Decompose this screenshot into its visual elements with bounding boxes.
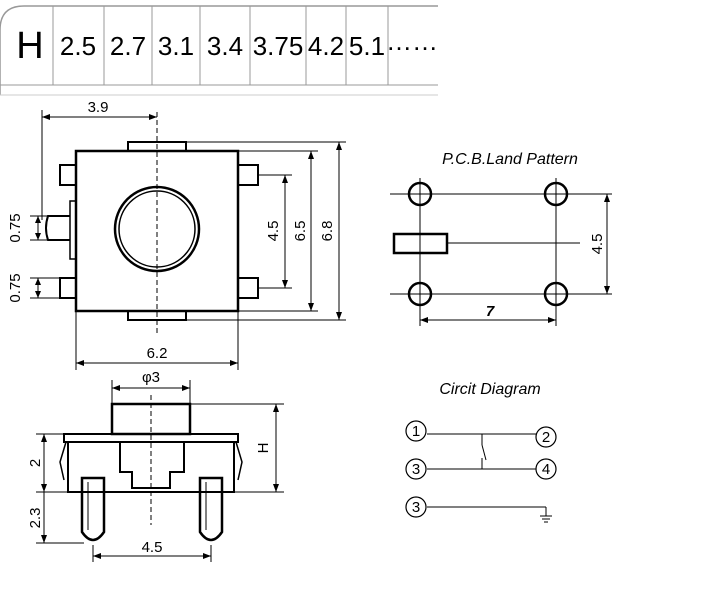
height-table — [0, 5, 438, 96]
dim-label-2: 2 — [27, 459, 44, 467]
arrow-head — [35, 216, 41, 223]
arrow-head — [182, 385, 190, 391]
land-pad — [407, 281, 433, 307]
arrow-head — [42, 114, 50, 120]
arrow-head — [76, 360, 84, 366]
dim-label-phi3: φ3 — [142, 369, 160, 386]
top-view-arrows — [35, 114, 342, 366]
dim-label-0-75: 0.75 — [7, 213, 24, 242]
arrow-head — [308, 303, 314, 311]
height-value: 2.5 — [60, 31, 96, 61]
arrow-head — [282, 280, 288, 288]
arrow-head — [336, 312, 342, 320]
circuit-pin-labels: 1 2 3 4 3 — [412, 423, 550, 516]
pin-right — [198, 476, 224, 542]
arrow-head — [420, 317, 428, 323]
height-table-text: H 2.5 2.7 3.1 3.4 3.75 4.2 5.1 …… — [16, 25, 438, 67]
circuit-title: Circit Diagram — [439, 381, 540, 398]
ground-lead — [45, 215, 70, 241]
land-pad — [543, 181, 569, 207]
arrow-head — [35, 278, 41, 285]
pin-circle — [405, 496, 427, 518]
land-dim-label-4-5: 4.5 — [589, 234, 606, 255]
dim-label-6-5: 6.5 — [292, 221, 309, 242]
side-view-labels: φ3 H 2 2.3 4.5 — [27, 369, 272, 556]
side-clip-right — [235, 441, 243, 481]
height-value: 4.2 — [308, 31, 344, 61]
arrow-head — [230, 360, 238, 366]
side-view-arrows — [41, 385, 279, 559]
pin-circle — [535, 426, 557, 448]
height-header: H — [16, 25, 43, 67]
land-pattern-arrows — [420, 194, 610, 323]
terminal-pad — [237, 277, 259, 299]
top-view — [30, 110, 346, 370]
height-value: 5.1 — [349, 31, 385, 61]
arrow-head — [273, 484, 279, 492]
inner-mechanism — [119, 442, 185, 489]
top-tab — [127, 141, 187, 152]
pin-left — [80, 476, 106, 542]
side-view — [36, 380, 284, 562]
dim-label-6-2: 6.2 — [147, 345, 168, 362]
switch-body — [74, 149, 240, 313]
arrow-head — [93, 553, 101, 559]
arrow-head — [336, 142, 342, 150]
land-dim-label-7: 7 — [486, 303, 495, 320]
land-pattern — [390, 178, 612, 326]
ground-plate — [69, 200, 77, 260]
arrow-head — [604, 194, 610, 202]
dim-label-0-75: 0.75 — [7, 273, 24, 302]
circuit-switch-blade — [481, 444, 487, 461]
arrow-head — [604, 286, 610, 294]
pin-circle — [405, 458, 427, 480]
dim-label-6-8: 6.8 — [319, 221, 336, 242]
terminal-pad — [59, 164, 77, 186]
pin-label: 1 — [412, 423, 420, 440]
height-value: 3.1 — [158, 31, 194, 61]
cover-plate — [63, 433, 239, 443]
arrow-head — [273, 404, 279, 412]
dim-label-2-3: 2.3 — [27, 508, 44, 529]
height-value: 3.75 — [253, 31, 304, 61]
dim-label-h: H — [255, 443, 272, 454]
pin-label: 2 — [542, 429, 550, 446]
pin-label: 3 — [412, 499, 420, 516]
land-pad — [407, 181, 433, 207]
pin-circle — [405, 420, 427, 442]
arrow-head — [35, 233, 41, 240]
ground-pad — [392, 232, 449, 255]
arrow-head — [41, 434, 47, 442]
terminal-pad — [59, 277, 77, 299]
side-clip-left — [59, 441, 67, 481]
arrow-head — [41, 535, 47, 543]
dim-label-3-9: 3.9 — [88, 99, 109, 116]
arrow-head — [308, 151, 314, 159]
terminal-pad — [237, 164, 259, 186]
land-pad — [543, 281, 569, 307]
height-value: 2.7 — [110, 31, 146, 61]
land-pattern-title: P.C.B.Land Pattern — [442, 151, 578, 168]
arrow-head — [112, 385, 120, 391]
height-value: 3.4 — [207, 31, 243, 61]
top-view-labels: 3.9 6.2 4.5 6.5 6.8 0.75 0.75 — [7, 99, 336, 362]
arrow-head — [149, 114, 157, 120]
arrow-head — [548, 317, 556, 323]
arrow-head — [282, 175, 288, 183]
dim-label-4-5: 4.5 — [142, 539, 163, 556]
circuit-diagram — [405, 420, 557, 523]
arrow-head — [41, 484, 47, 492]
table-frame — [0, 5, 438, 95]
dim-label-4-5: 4.5 — [265, 221, 282, 242]
arrow-head — [35, 291, 41, 298]
pin-label: 3 — [412, 461, 420, 478]
arrow-head — [203, 553, 211, 559]
pin-circle — [535, 458, 557, 480]
height-value-more: …… — [386, 26, 438, 56]
pin-label: 4 — [542, 461, 550, 478]
